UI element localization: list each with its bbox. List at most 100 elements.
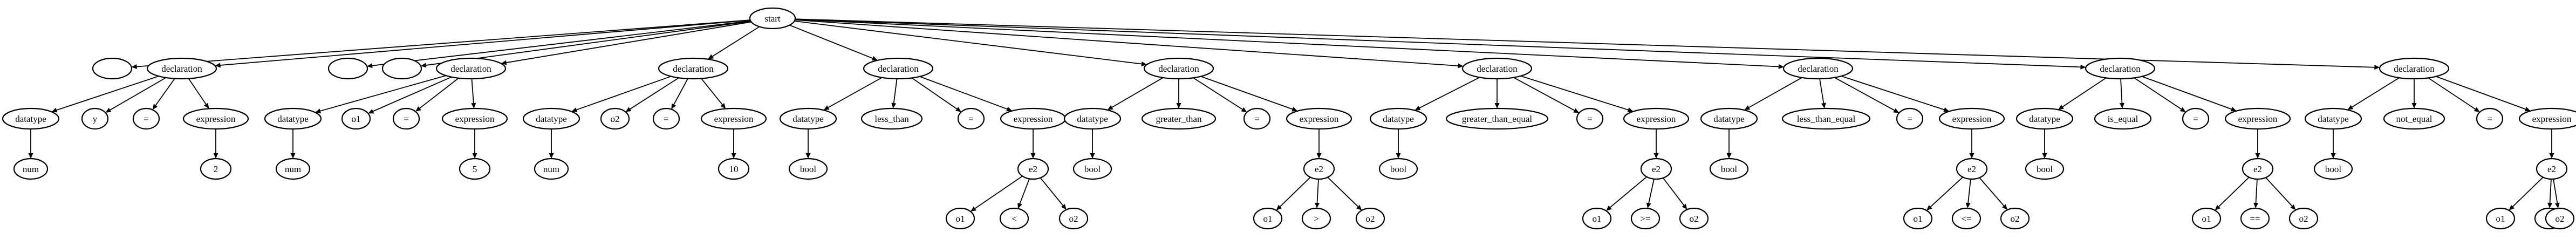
edge-d3-d3_t bbox=[576, 76, 672, 111]
node-label: 10 bbox=[729, 164, 739, 174]
node-ellipse bbox=[1630, 207, 1661, 230]
tree-node-d6_op: >= bbox=[1630, 207, 1661, 230]
arrowhead-root-d4 bbox=[871, 56, 878, 61]
edge-d8-d8_id bbox=[2120, 78, 2123, 104]
node-ellipse bbox=[700, 107, 767, 130]
tree-node-d7_op: <= bbox=[1951, 207, 1981, 230]
node-ellipse bbox=[327, 57, 368, 80]
tree-node-d2_id: o1 bbox=[341, 107, 371, 130]
edge-d1-d1_id bbox=[110, 77, 167, 111]
node-ellipse bbox=[2015, 107, 2074, 130]
edge-root-d2 bbox=[506, 21, 751, 63]
arrowhead-root-d9 bbox=[2374, 65, 2380, 70]
node-label: = bbox=[1907, 114, 1912, 124]
node-label: == bbox=[2250, 214, 2260, 224]
edge-d8-d8_ex bbox=[2142, 76, 2232, 110]
tree-node-d4_l: o1 bbox=[945, 207, 975, 230]
tree-node-d5_r: o2 bbox=[1355, 207, 1385, 230]
arrowhead-d8-d8_ex bbox=[2230, 106, 2237, 112]
node-ellipse bbox=[200, 158, 232, 180]
tree-node-d2_t: datatype bbox=[264, 107, 322, 130]
tree-node-d6_t: datatype bbox=[1369, 107, 1427, 130]
arrowhead-d4_ex-d4_e2 bbox=[1030, 153, 1036, 159]
tree-node-d9_l: o1 bbox=[2485, 207, 2516, 230]
arrowhead-d6-d6_ex bbox=[1627, 107, 1634, 112]
node-ellipse bbox=[2000, 207, 2030, 230]
tree-node-d5_e2: e2 bbox=[1303, 158, 1335, 180]
node-label: start bbox=[764, 13, 781, 24]
edge-root-d4 bbox=[789, 24, 873, 59]
edge-d4-d4_t bbox=[828, 77, 883, 108]
arrowhead-d5-d5_t bbox=[1107, 105, 1113, 110]
node-label: o2 bbox=[2555, 214, 2565, 224]
edge-d7_e2-d7_op bbox=[1967, 179, 1971, 203]
tree-node-d5_ex: expression bbox=[1286, 107, 1352, 130]
node-label: declaration bbox=[1798, 64, 1839, 74]
node-label: greater_than bbox=[1156, 114, 1202, 124]
tree-node-d7_e2: e2 bbox=[1956, 158, 1988, 180]
node-label: datatype bbox=[2318, 114, 2349, 124]
node-ellipse bbox=[749, 7, 796, 30]
node-label: datatype bbox=[277, 114, 309, 124]
arrowhead-root-d1 bbox=[215, 63, 221, 68]
node-label: declaration bbox=[878, 64, 919, 74]
tree-node-d8_e2: e2 bbox=[2242, 158, 2274, 180]
node-label: o2 bbox=[1366, 214, 1375, 224]
node-ellipse bbox=[146, 57, 217, 80]
edge-d5-d5_ex bbox=[1200, 76, 1293, 110]
node-ellipse bbox=[1072, 158, 1112, 180]
node-label: declaration bbox=[161, 64, 202, 74]
node-label: o1 bbox=[956, 214, 965, 224]
tree-node-d3_id: o2 bbox=[600, 107, 630, 130]
node-label: o1 bbox=[1593, 214, 1602, 224]
tree-node-d3_eq: = bbox=[652, 107, 680, 130]
node-ellipse bbox=[1378, 158, 1418, 180]
edge-d6-d6_ex bbox=[1520, 75, 1629, 111]
tree-node-d9_tv: bool bbox=[2313, 158, 2353, 180]
node-ellipse bbox=[1576, 107, 1604, 130]
tree-node-d7_r: o2 bbox=[2000, 207, 2030, 230]
node-label: e2 bbox=[1315, 164, 1323, 174]
node-label: declaration bbox=[2394, 64, 2435, 74]
node-ellipse bbox=[1700, 107, 1758, 130]
node-label: datatype bbox=[2029, 114, 2060, 124]
node-ellipse bbox=[863, 57, 934, 80]
tree-node-d1_eq: = bbox=[132, 107, 160, 130]
node-ellipse bbox=[1301, 207, 1331, 230]
node-label: datatype bbox=[792, 114, 824, 124]
node-ellipse bbox=[779, 107, 837, 130]
tree-node-d4_tv: bool bbox=[788, 158, 828, 180]
tree-node-d3: declaration bbox=[658, 57, 729, 80]
tree-node-d7_ex: expression bbox=[1938, 107, 2005, 130]
node-label: = bbox=[1587, 114, 1593, 124]
edge-d6_e2-d6_r bbox=[1663, 177, 1685, 206]
node-ellipse bbox=[81, 107, 109, 130]
tree-edges bbox=[28, 18, 2560, 212]
arrowhead-d2_t-d2_tv bbox=[290, 153, 296, 159]
tree-node-d2_eq: = bbox=[392, 107, 420, 130]
node-label: e2 bbox=[1029, 164, 1037, 174]
node-label: = bbox=[664, 114, 669, 124]
node-ellipse bbox=[1951, 207, 1981, 230]
edge-d6-d6_t bbox=[1419, 77, 1480, 108]
edge-d3-d3_eq bbox=[673, 78, 688, 105]
node-label: expression bbox=[196, 114, 236, 124]
edge-d4-d4_ex bbox=[919, 76, 1008, 110]
arrowhead-d9-d9_eq bbox=[2473, 107, 2480, 112]
node-ellipse bbox=[2476, 107, 2504, 130]
arrowhead-d7_e2-d7_l bbox=[1926, 205, 1932, 211]
node-ellipse bbox=[1017, 158, 1049, 180]
tree-node-d6_r: o2 bbox=[1679, 207, 1709, 230]
edge-d6_e2-d6_l bbox=[1610, 176, 1647, 208]
edge-root-d8 bbox=[795, 18, 2081, 68]
tree-node-d6_ex: expression bbox=[1623, 107, 1690, 130]
node-ellipse bbox=[1956, 158, 1988, 180]
node-ellipse bbox=[2313, 158, 2353, 180]
node-ellipse bbox=[1286, 107, 1352, 130]
tree-node-d9_e2: e2 bbox=[2536, 158, 2568, 180]
arrowhead-root-d7 bbox=[1778, 64, 1784, 69]
edge-d7-d7_eq bbox=[1834, 77, 1895, 111]
node-label: expression bbox=[714, 114, 754, 124]
edge-root-e1 bbox=[136, 19, 750, 67]
node-ellipse bbox=[1461, 57, 1533, 80]
